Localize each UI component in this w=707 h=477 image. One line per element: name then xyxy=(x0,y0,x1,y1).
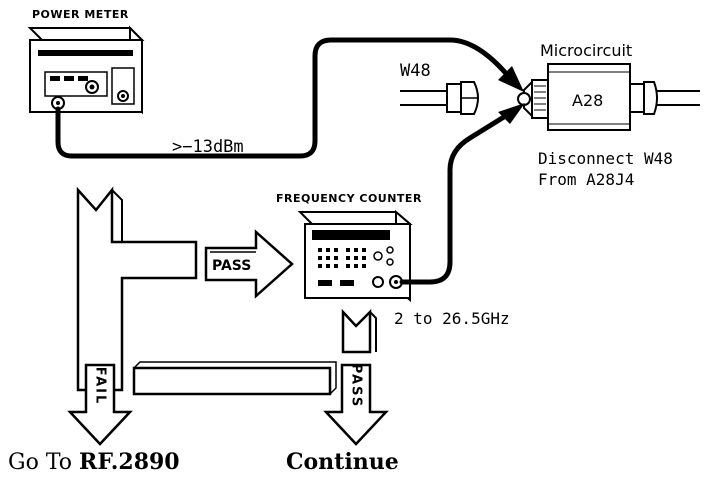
continue-label: Continue xyxy=(286,449,399,475)
pass-label: PASS xyxy=(212,258,251,274)
power-sensor-cable xyxy=(55,37,513,159)
w48-cable xyxy=(400,81,479,115)
fail-label: FAIL xyxy=(93,367,108,406)
pass-down-label: PASS xyxy=(349,364,364,409)
counter-cable xyxy=(399,109,515,285)
pass-arrow-down xyxy=(323,363,389,446)
flow-path-counter-output xyxy=(341,308,377,354)
goto-ref: RF.2890 xyxy=(79,449,180,475)
pass-arrow-right xyxy=(204,229,294,299)
goto-prefix: Go To xyxy=(8,450,79,475)
power-meter-label: POWER METER xyxy=(32,8,129,21)
microcircuit-a28 xyxy=(517,63,700,131)
goto-text: Go To RF.2890 xyxy=(8,449,180,475)
disconnect-instruction-line1: Disconnect W48 xyxy=(538,149,673,168)
cable-w48-label: W48 xyxy=(400,61,431,81)
counter-cable-arrowhead-icon xyxy=(498,103,525,124)
frequency-range-label: 2 to 26.5GHz xyxy=(394,309,510,328)
cable-arrowhead-icon xyxy=(498,66,524,92)
flow-path-main xyxy=(76,186,198,392)
flow-connector-bar xyxy=(132,361,337,396)
frequency-counter-label: FREQUENCY COUNTER xyxy=(276,192,422,205)
disconnect-instruction-line2: From A28J4 xyxy=(538,170,634,189)
microcircuit-ref-label: A28 xyxy=(572,91,603,110)
microcircuit-label: Microcircuit xyxy=(540,41,632,60)
power-meter-instrument xyxy=(27,25,145,115)
fail-arrow-down xyxy=(67,363,133,446)
frequency-counter-input-port xyxy=(389,275,403,289)
power-level-label: >−13dBm xyxy=(172,137,244,157)
